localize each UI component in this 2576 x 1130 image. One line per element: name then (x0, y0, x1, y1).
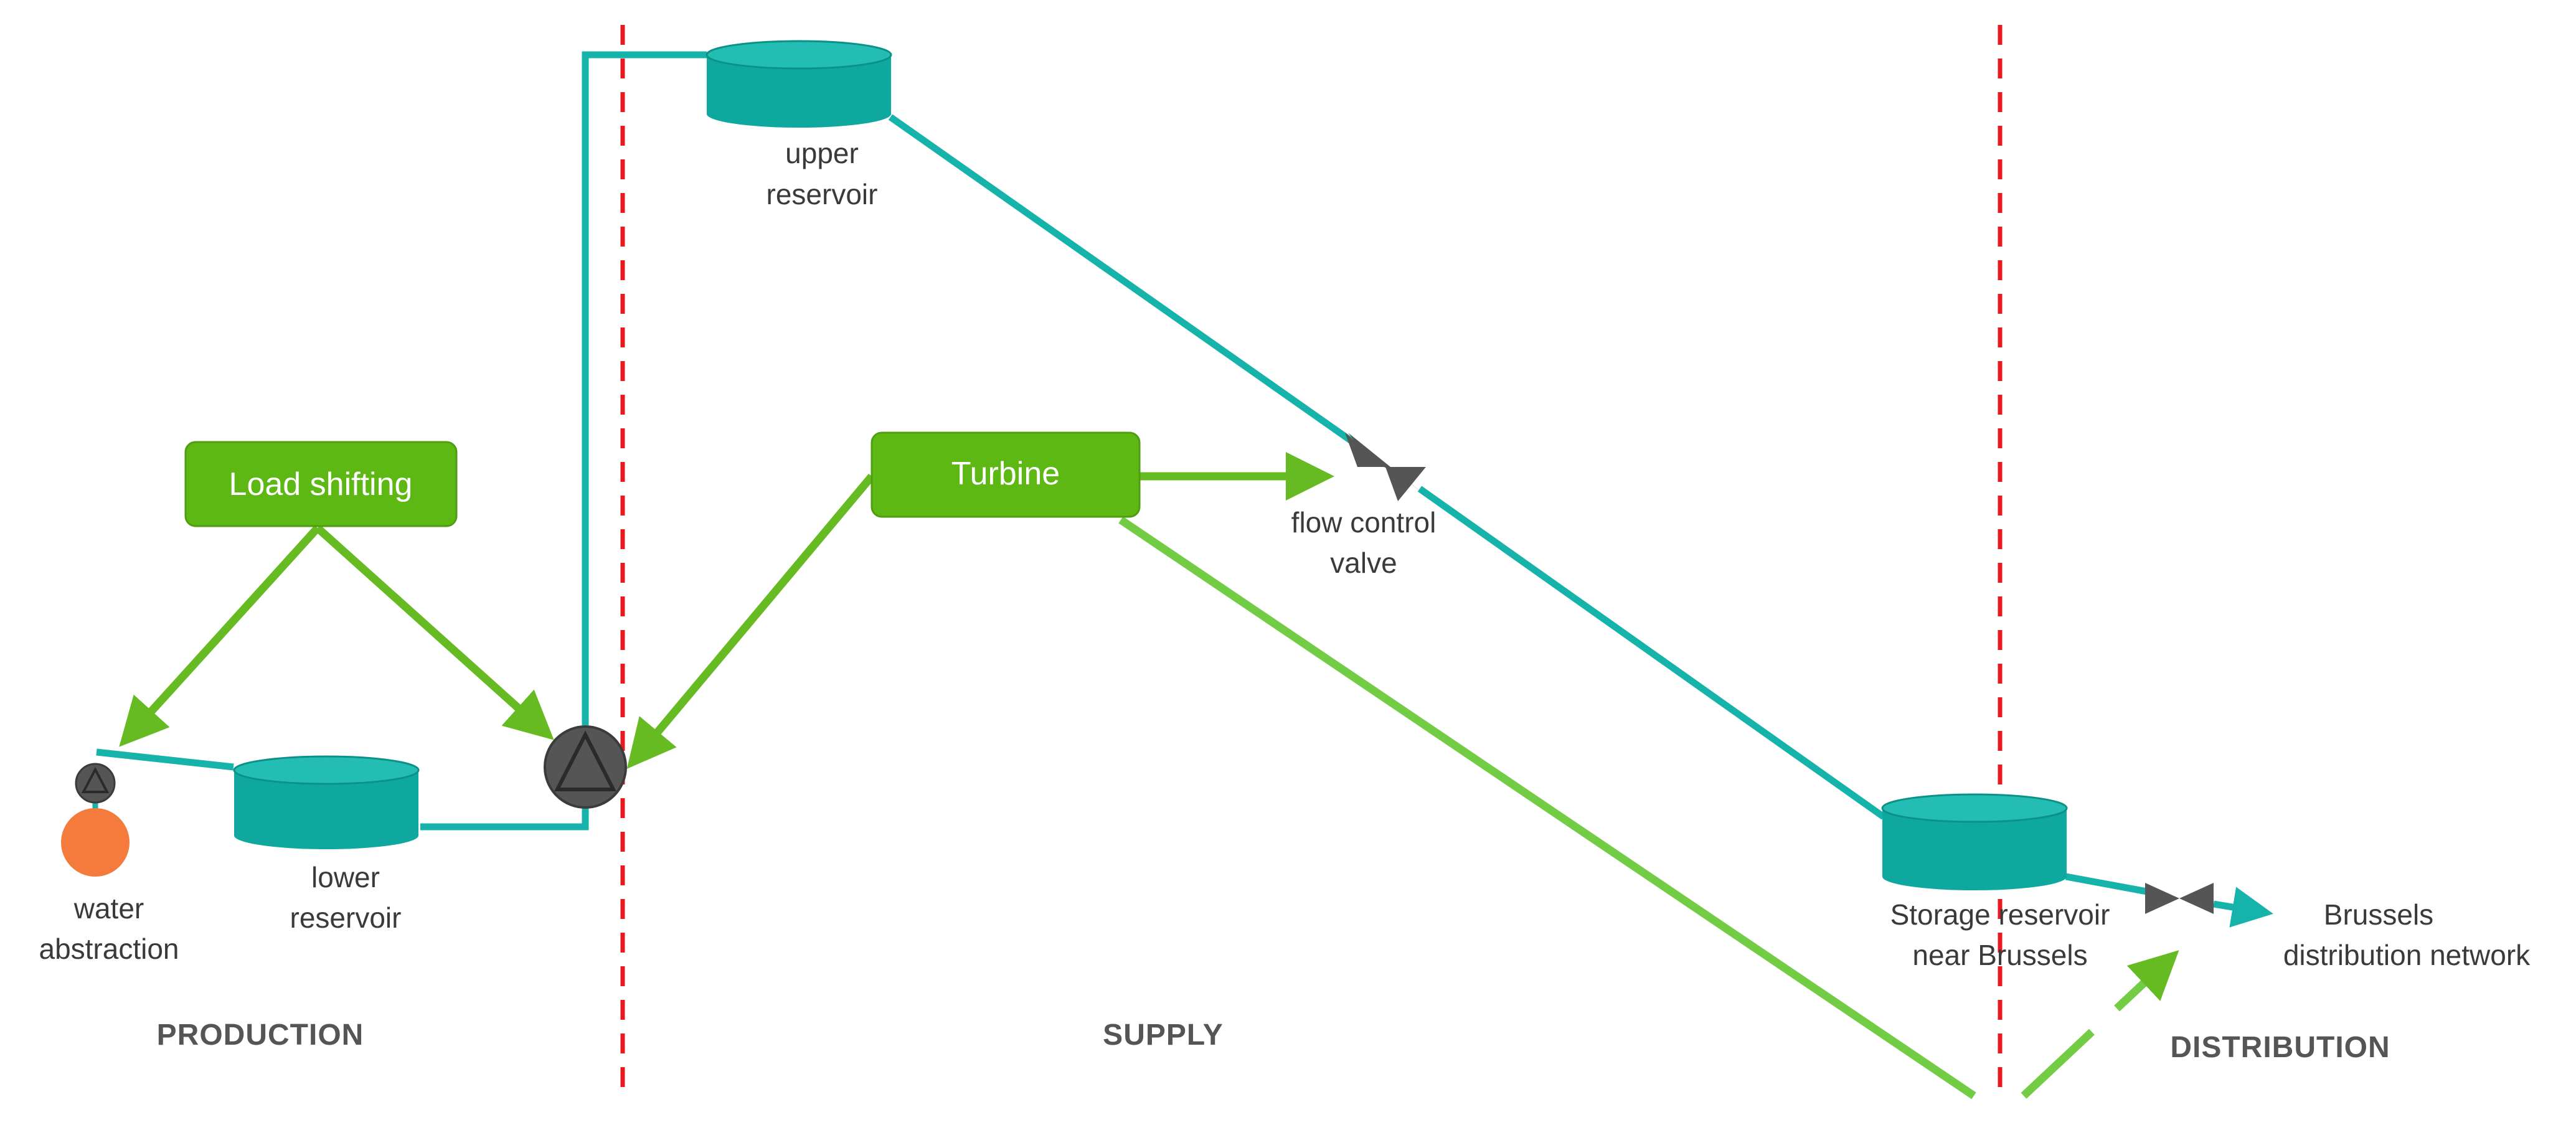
pipe-abstraction-to-lower (96, 748, 234, 771)
zone-supply-label: SUPPLY (1103, 1019, 1224, 1052)
pipe-lower-to-pump (420, 808, 589, 831)
distribution-valve-icon (2145, 883, 2214, 914)
control-arrow-to-distribution (2021, 950, 2179, 1099)
control-arrow-to-abstraction (119, 525, 321, 747)
brussels-network-label-2: distribution network (2283, 939, 2531, 971)
flow-control-valve-label-1: flow control (1291, 506, 1437, 539)
zone-production-label: PRODUCTION (157, 1019, 364, 1052)
storage-reservoir-label-2: near Brussels (1912, 939, 2087, 971)
water-abstraction-icon (61, 763, 130, 877)
storage-reservoir (1881, 793, 2068, 890)
storage-reservoir-label-1: Storage reservoir (1890, 898, 2110, 931)
pipe-upper-to-valve (888, 114, 1360, 448)
pipe-valve-to-storage (1417, 486, 1886, 820)
pipe-storage-to-valve (2065, 873, 2148, 895)
turbine-label: Turbine (951, 456, 1060, 492)
water-abstraction-label-1: water (73, 892, 144, 925)
load-shifting-box: Load shifting (184, 441, 458, 527)
load-shifting-label: Load shifting (229, 466, 413, 502)
upper-reservoir-label-1: upper (785, 137, 859, 169)
water-abstraction-label-2: abstraction (39, 933, 179, 965)
lower-reservoir (233, 755, 420, 849)
valve-icon (1345, 433, 1429, 501)
pipe-to-brussels (2213, 887, 2273, 928)
zone-distribution-label: DISTRIBUTION (2170, 1031, 2390, 1064)
brussels-network-label-1: Brussels (2324, 898, 2433, 931)
pipe-pump-to-upper (582, 51, 707, 725)
control-arrow-to-pump (314, 525, 554, 740)
flow-control-valve-label-2: valve (1330, 547, 1397, 579)
control-line-turbine-down (1118, 516, 1976, 1099)
control-arrow-turbine-to-pump (626, 473, 875, 769)
turbine-box: Turbine (870, 431, 1141, 518)
lower-reservoir-label-2: reservoir (290, 902, 402, 934)
lower-reservoir-label-1: lower (311, 861, 380, 893)
pump-icon (544, 725, 627, 809)
upper-reservoir-label-2: reservoir (767, 178, 878, 210)
upper-reservoir (705, 40, 892, 128)
